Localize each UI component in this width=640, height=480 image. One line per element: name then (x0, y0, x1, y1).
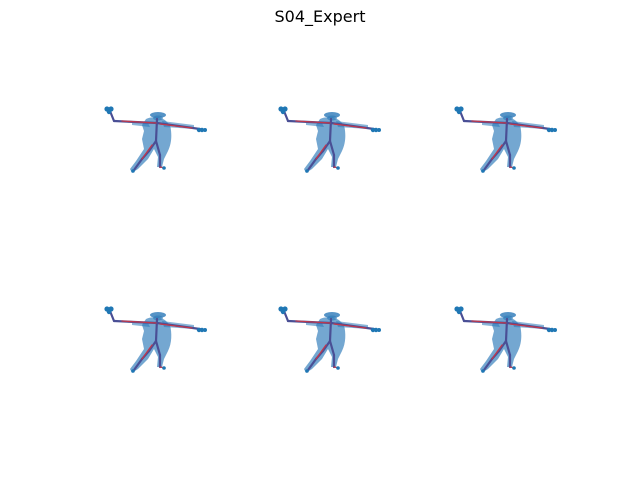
pose-panel-4 (102, 303, 222, 383)
pose-panel-5 (276, 303, 396, 383)
pose-panel-3 (452, 103, 572, 183)
pose-panel-2 (276, 103, 396, 183)
human-pose-skeleton-icon (277, 305, 383, 375)
human-pose-skeleton-icon (277, 105, 383, 175)
human-pose-skeleton-icon (453, 305, 559, 375)
figure-title: S04_Expert (274, 7, 366, 26)
human-pose-skeleton-icon (453, 105, 559, 175)
pose-panel-1 (102, 103, 222, 183)
human-pose-skeleton-icon (103, 305, 209, 375)
human-pose-skeleton-icon (103, 105, 209, 175)
pose-panel-6 (452, 303, 572, 383)
